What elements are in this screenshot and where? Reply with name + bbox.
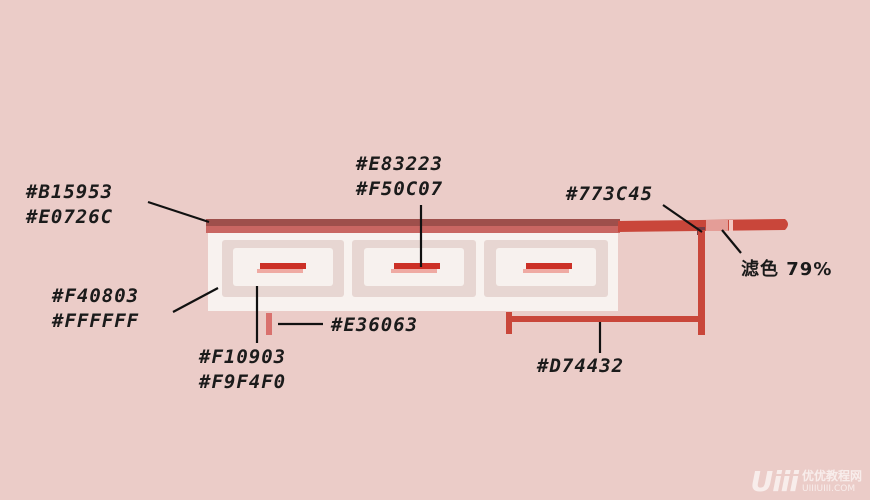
top-bar-bottom [206, 226, 620, 233]
label-stroke: #773C45 [566, 182, 653, 207]
label-cell-line1: #F10903 [199, 346, 287, 368]
stand-horizontal [508, 316, 703, 322]
label-frame-line1: #F40803 [52, 285, 140, 307]
label-dash: #E83223 #F50C07 [356, 152, 443, 202]
label-small-piece-line1: #E36063 [331, 314, 419, 336]
label-small-piece: #E36063 [331, 313, 418, 338]
dash-1-shadow [257, 269, 303, 273]
dash-group [257, 263, 572, 273]
label-frame: #F40803 #FFFFFF [52, 284, 139, 334]
leader-filter [721, 229, 742, 254]
top-bar-top [206, 219, 620, 226]
leader-frame [172, 287, 219, 313]
label-bar-line2: #E0726C [26, 206, 114, 228]
stand-vertical [698, 230, 705, 335]
dash-3-shadow [523, 269, 569, 273]
dash-3 [526, 263, 572, 269]
watermark-text: 优优教程网 UIIIUIII.COM [802, 470, 862, 496]
label-dash-line1: #E83223 [356, 153, 444, 175]
label-filter: 滤色 79% [741, 257, 832, 282]
watermark-logo: Uiii [750, 465, 799, 498]
brush-body [618, 219, 788, 232]
dash-2 [394, 263, 440, 269]
label-cell-line2: #F9F4F0 [199, 371, 287, 393]
label-stroke-line1: #773C45 [566, 183, 654, 205]
stand-foot [506, 312, 512, 334]
watermark-url: UIIIUIII.COM [801, 484, 856, 494]
brush-band-2 [729, 220, 733, 231]
small-piece [266, 313, 272, 335]
stand [506, 230, 705, 335]
label-cell: #F10903 #F9F4F0 [199, 345, 286, 395]
label-bar-line1: #B15953 [26, 181, 114, 203]
leader-stroke [662, 204, 703, 233]
label-filter-line1: 滤色 79% [741, 259, 833, 280]
label-frame-line2: #FFFFFF [52, 310, 140, 332]
brush-band-1 [706, 220, 728, 231]
label-stand: #D74432 [537, 354, 624, 379]
label-dash-line2: #F50C07 [356, 178, 444, 200]
dash-1 [260, 263, 306, 269]
label-bar: #B15953 #E0726C [26, 180, 113, 230]
leader-lines [147, 200, 742, 353]
leader-bar [147, 200, 210, 224]
watermark: Uiii 优优教程网 UIIIUIII.COM [750, 468, 862, 496]
watermark-cn: 优优教程网 [801, 469, 862, 483]
dash-2-shadow [391, 269, 437, 273]
label-stand-line1: #D74432 [537, 355, 625, 377]
